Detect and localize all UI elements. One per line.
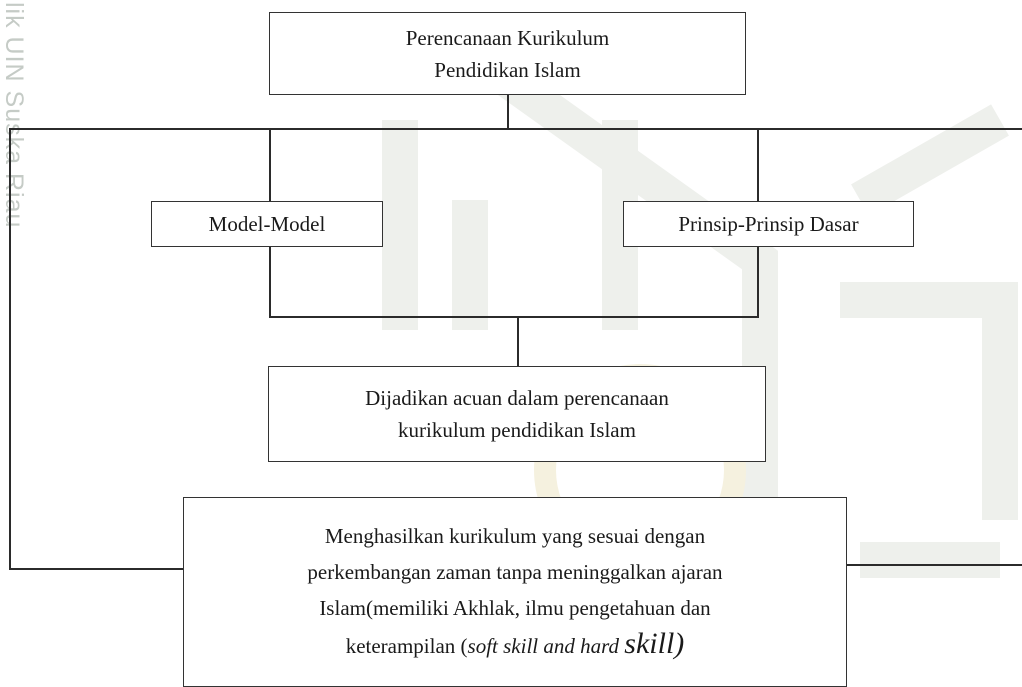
connector-left-side — [9, 128, 11, 570]
box-acuan-perencanaan: Dijadikan acuan dalam perencanaan kuriku… — [268, 366, 766, 462]
connector-horizontal-mid — [269, 316, 759, 318]
connector-bottom-right — [846, 564, 1022, 566]
connector-left-down — [269, 246, 271, 318]
connector-right-drop — [757, 128, 759, 202]
box-line: Perencanaan Kurikulum — [405, 25, 610, 50]
connector-top-stem — [507, 94, 509, 130]
box-line: Pendidikan Islam — [434, 57, 581, 82]
connector-mid-stem — [517, 316, 519, 368]
box-perencanaan-kurikulum: Perencanaan Kurikulum Pendidikan Islam — [269, 12, 746, 95]
connector-bottom-left — [9, 568, 184, 570]
box-prinsip-dasar: Prinsip-Prinsip Dasar — [623, 201, 914, 247]
text-italic-large: skill) — [624, 627, 685, 660]
box-line: Dijadikan acuan dalam perencanaan — [365, 386, 669, 410]
connector-horizontal-top — [9, 128, 1022, 130]
box-line: Islam(memiliki Akhlak, ilmu pengetahuan … — [319, 596, 711, 620]
connector-left-drop — [269, 128, 271, 202]
box-line-last: keterampilan (soft skill and hard skill) — [307, 626, 722, 664]
connector-right-down — [757, 246, 759, 318]
box-line: perkembangan zaman tanpa meninggalkan aj… — [307, 560, 723, 584]
box-line: Menghasilkan kurikulum yang sesuai denga… — [324, 524, 706, 548]
text-prefix: keterampilan ( — [345, 634, 468, 658]
watermark-side-text: lik UIN Suska Riau — [0, 2, 28, 229]
text-italic: soft skill and hard — [467, 634, 625, 658]
box-line: kurikulum pendidikan Islam — [398, 418, 636, 442]
box-label: Model-Model — [208, 212, 326, 236]
box-label: Prinsip-Prinsip Dasar — [678, 212, 859, 236]
box-model-model: Model-Model — [151, 201, 383, 247]
box-menghasilkan-kurikulum: Menghasilkan kurikulum yang sesuai denga… — [183, 497, 847, 687]
